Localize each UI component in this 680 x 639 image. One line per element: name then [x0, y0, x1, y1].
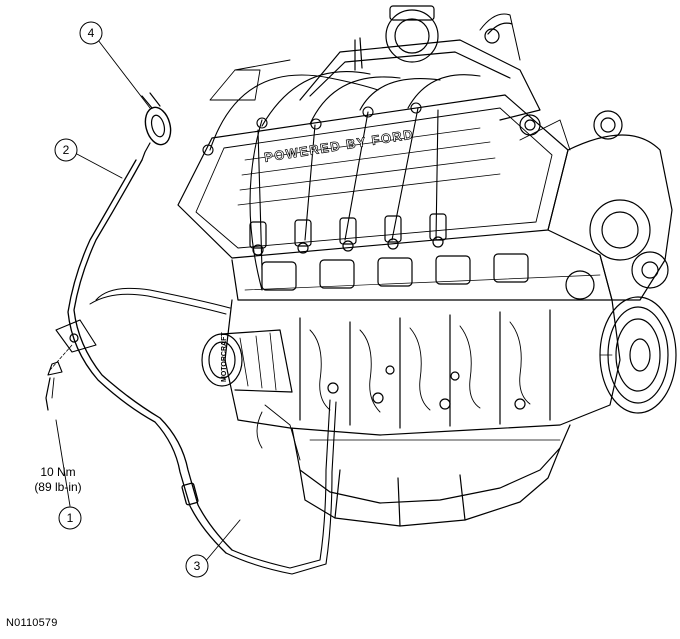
leader-1	[55, 419, 71, 507]
torque-spec-metric: 10 Nm	[40, 465, 76, 479]
exhaust-manifold	[231, 253, 613, 301]
tube-mounting-bracket-bolt	[45, 319, 97, 411]
callout-circle-1	[58, 506, 82, 530]
oil-level-indicator-tube	[67, 159, 337, 575]
callout-number-4: 4	[87, 26, 95, 40]
callout-circle-3	[185, 554, 209, 578]
callout-number-3: 3	[193, 559, 201, 573]
figure-id: N0110579	[6, 617, 58, 629]
timing-cover	[519, 110, 673, 301]
torque-spec-imperial: (89 lb-in)	[34, 480, 82, 494]
valve-cover-embossing: POWERED BY FORD	[263, 126, 415, 165]
callout-leaders	[55, 39, 241, 564]
ignition-wiring-harness	[202, 59, 481, 291]
leader-2	[74, 152, 123, 179]
alternator-label: MOTORCRAFT	[221, 332, 228, 382]
oil-level-dipstick	[141, 92, 172, 161]
leader-4	[97, 39, 151, 109]
valve-cover	[177, 94, 569, 259]
intake-manifold	[299, 5, 541, 121]
engine-block	[224, 299, 621, 436]
callout-number-2: 2	[62, 143, 70, 157]
callout-number-1: 1	[66, 511, 74, 525]
coil-packs	[249, 213, 447, 256]
callout-circle-4	[79, 21, 103, 45]
callout-bubbles	[54, 21, 209, 578]
engine-assembly	[177, 5, 677, 527]
callout-circle-2	[54, 138, 78, 162]
crankshaft-pulley	[599, 296, 677, 414]
oil-pan	[291, 424, 571, 527]
alternator	[201, 329, 301, 461]
leader-3	[203, 519, 241, 564]
